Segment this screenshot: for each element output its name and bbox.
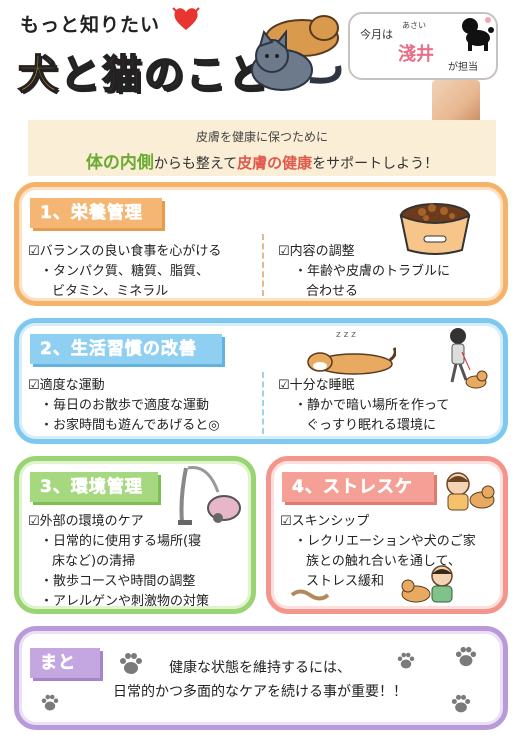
author-name: 淺井 [398,44,434,65]
divider [262,372,264,434]
lifestyle-left-line-1: ・毎日のお散歩で適度な運動 [40,398,210,413]
environment-line-4: ・アレルゲンや刺激物の対策 [40,594,210,609]
section-title-stress: 4、ストレスケア [282,472,434,527]
bubble-label: 今月は [360,28,393,41]
nutrition-right-line-1: ・年齢や皮膚のトラブルに [294,264,451,279]
walking-dog-illustration [450,328,488,389]
environment-line-1: ・日常的に使用する場所(寝 [40,534,202,549]
heart-icon [172,7,200,30]
poodle-icon [462,17,494,51]
section-title-nutrition: 1、栄養管理 [30,198,162,228]
cat-dog-illustration [251,15,342,91]
paw-icon [451,694,471,713]
paw-icon [455,646,477,667]
environment-head: ☑外部の環境のケア [28,514,144,529]
lifestyle-right-line-1: ・静かで暗い場所を作って [294,398,450,413]
title-char-dog: 犬 [17,51,60,99]
bubble-suffix: が担当 [448,62,478,73]
header-title: 犬と猫のこと [17,42,270,100]
nutrition-left-line-2: ビタミン、ミネラル [52,284,169,299]
lifestyle-right-head: ☑十分な睡眠 [278,378,355,393]
dog-bowl-illustration [399,203,471,255]
lifestyle-left-head: ☑適度な運動 [28,378,105,393]
sleep-zzz: z z z [336,330,356,340]
paw-icon [41,694,59,711]
paw-icon [120,653,142,674]
child-with-dog-illustration [401,565,453,603]
bubble-furigana: あさい [402,21,426,30]
lifestyle-right-line-2: ぐっすり眠れる環境に [306,418,437,433]
nutrition-left-line-1: ・タンパク質、糖質、脂質、 [40,264,210,279]
stress-head: ☑スキンシップ [280,514,370,529]
nutrition-left-head: ☑バランスの良い食事を心がける [28,244,222,259]
environment-line-3: ・散歩コースや時間の調整 [40,574,196,589]
stress-line-3: ストレス緩和 [306,574,385,589]
section-title-lifestyle: 2、生活習慣の改善 [30,334,222,364]
environment-line-2: 床など)の清掃 [52,554,136,569]
sleeping-dog-illustration [307,347,396,375]
intro-line-2: 体の内側からも整えて皮膚の健康をサポートしよう！ [28,148,496,173]
author-photo [432,80,480,124]
paw-icon [397,652,415,669]
nutrition-right-head: ☑内容の調整 [278,244,355,259]
lifestyle-left-line-2: ・お家時間も遊んであげると◎ [40,418,220,433]
nutrition-right-line-2: 合わせる [306,284,359,299]
title-char-cat: 猫 [101,51,144,99]
vacuum-cleaner-illustration [178,466,241,525]
section-summary [14,626,508,730]
title-char-no-koto: のこと [143,51,270,99]
title-char-to: と [59,51,102,99]
rope-toy-illustration [290,589,330,601]
child-with-dog-illustration [446,472,495,511]
divider [262,234,264,296]
summary-line-1: 健康な状態を維持するには、 [169,660,351,676]
intro-line-1: 皮膚を健康に保つために [195,130,328,144]
section-title-summary: まとめ [30,648,100,703]
intro-highlight-inside: 体の内側 [85,153,154,173]
intro-highlight-skin: 皮膚の健康 [237,154,313,172]
summary-line-2: 日常的かつ多面的なケアを続ける事が重要！！ [113,684,407,700]
stress-line-1: ・レクリエーションや犬のご家 [294,534,476,549]
section-title-environment: 3、環境管理 [30,472,158,502]
intro-band: 皮膚を健康に保つために 体の内側からも整えて皮膚の健康をサポートしよう！ [28,120,496,176]
summary-text: 健康な状態を維持するには、 日常的かつ多面的なケアを続ける事が重要！！ [100,656,420,704]
intro-text-b: からも整えて [153,156,238,172]
header-subtitle: もっと知りたい [20,14,161,36]
intro-text-d: をサポートしよう！ [312,156,439,172]
stress-line-2: 族との触れ合いを通して、 [306,554,461,569]
